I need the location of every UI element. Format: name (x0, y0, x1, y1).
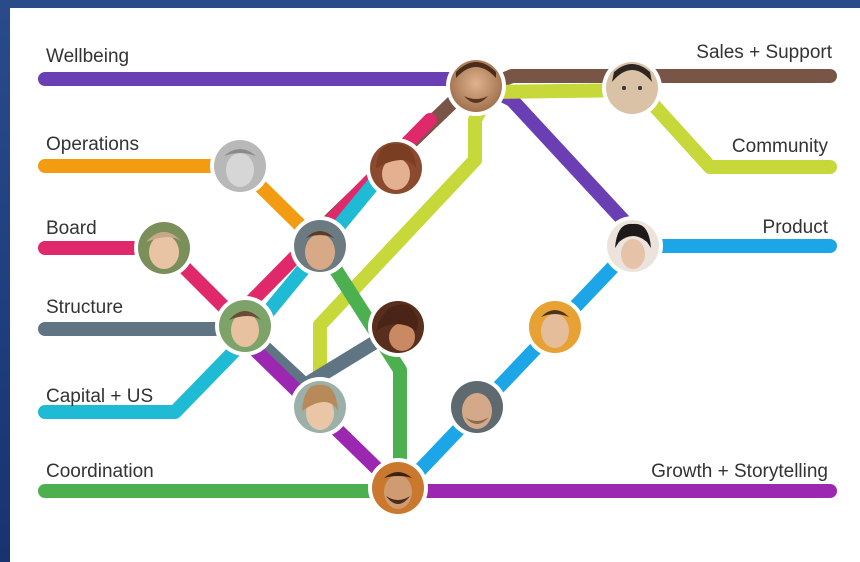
label-board: Board (46, 218, 97, 239)
person-photo-icon (290, 377, 350, 437)
person-photo-icon (603, 216, 663, 276)
person-photo-icon (602, 58, 662, 118)
person-photo-icon (447, 377, 507, 437)
label-wellbeing: Wellbeing (46, 46, 129, 67)
label-coordination: Coordination (46, 461, 154, 482)
person-photo-icon (525, 297, 585, 357)
person-photo-icon (368, 297, 428, 357)
stations (134, 56, 663, 518)
person-photo-icon (368, 458, 428, 518)
label-capital-us: Capital + US (46, 386, 153, 407)
line-structure (38, 322, 402, 392)
label-product: Product (763, 217, 829, 238)
person-photo-icon (210, 136, 270, 196)
label-structure: Structure (46, 297, 123, 318)
line-coordination (38, 238, 407, 498)
label-community: Community (732, 136, 829, 157)
person-photo-icon (446, 56, 506, 116)
person-photo-icon (215, 296, 275, 356)
person-photo-icon (290, 216, 350, 276)
slide-panel (10, 8, 860, 562)
label-operations: Operations (46, 134, 139, 155)
label-growth-storytelling: Growth + Storytelling (651, 461, 828, 482)
person-photo-icon (134, 218, 194, 278)
person-photo-icon (366, 138, 426, 198)
label-sales-support: Sales + Support (696, 42, 832, 63)
